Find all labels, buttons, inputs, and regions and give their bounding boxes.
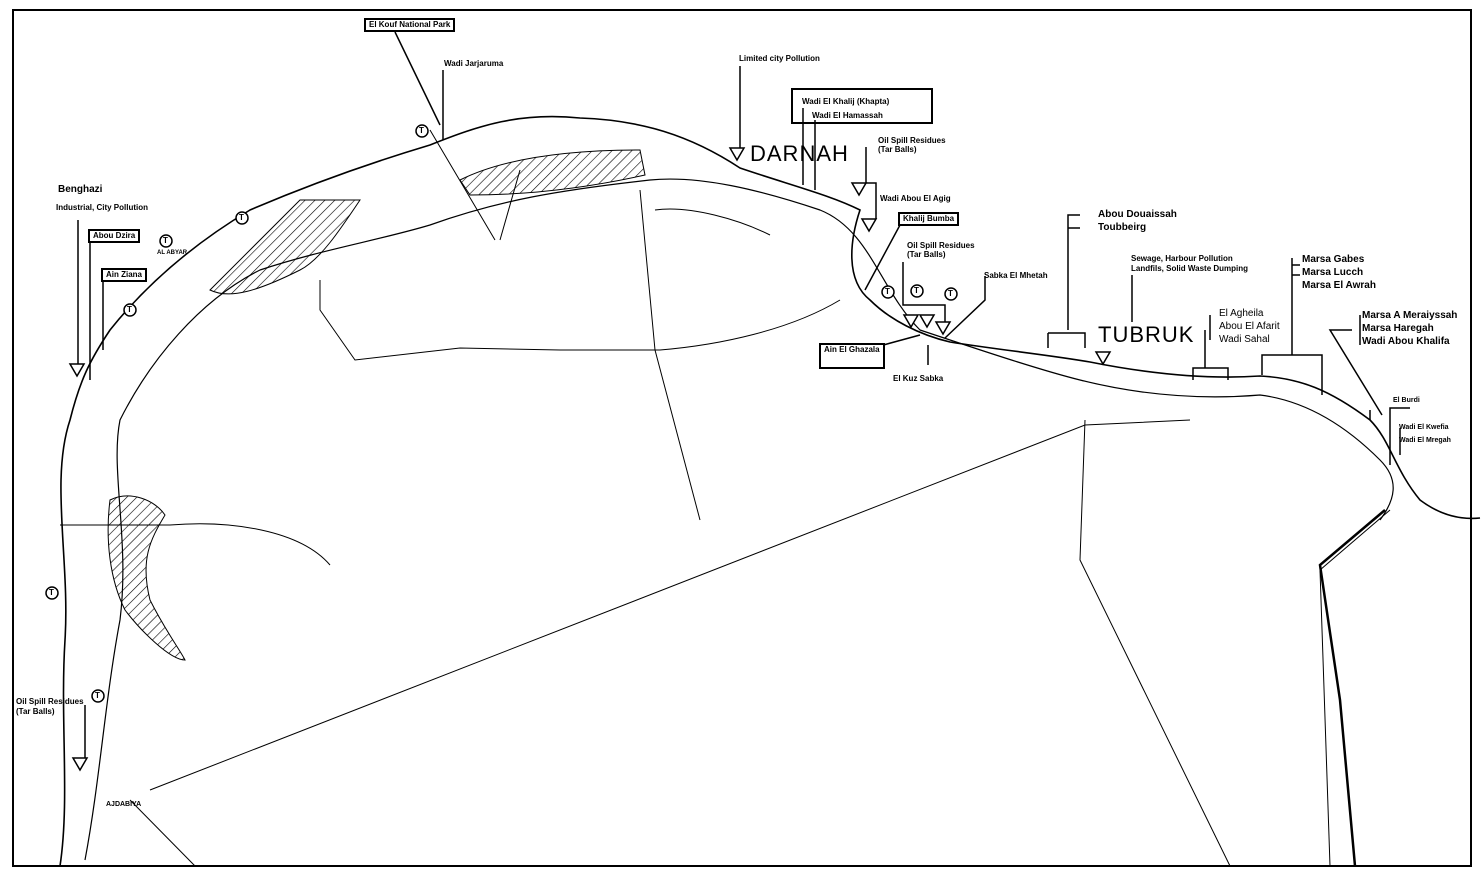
label-marsa-a-meraiyssah: Marsa A Meraiyssah	[1362, 310, 1458, 321]
label-marsa-lucch: Marsa Lucch	[1302, 267, 1364, 278]
pollution-triangle-icon	[68, 147, 1112, 772]
label-oil-spill-2: Oil Spill Residues	[907, 241, 975, 250]
label-marsa-gabes: Marsa Gabes	[1302, 254, 1365, 265]
label-marsa-el-awrah: Marsa El Awrah	[1302, 280, 1376, 291]
label-wadi-el-kwefia: Wadi El Kwefia	[1399, 424, 1449, 431]
city-darnah: DARNAH	[750, 141, 849, 166]
label-ain-el-ghazala: Ain El Ghazala	[819, 343, 885, 369]
label-industrial-city-pollution: Industrial, City Pollution	[56, 203, 148, 212]
tourism-label: T	[914, 286, 919, 295]
label-el-agheila: El Agheila	[1219, 308, 1264, 319]
tourism-label: T	[127, 305, 132, 314]
hatched-area	[107, 495, 186, 661]
label-tar-balls-2: (Tar Balls)	[907, 250, 946, 259]
label-abou-el-afarit: Abou El Afarit	[1219, 321, 1280, 332]
label-landfills: Landfils, Solid Waste Dumping	[1131, 264, 1249, 273]
tourism-label: T	[49, 588, 54, 597]
map-frame	[12, 9, 1472, 867]
label-tar-balls-1: (Tar Balls)	[878, 145, 917, 154]
tourism-icon	[45, 124, 958, 703]
label-wadi-el-mregah: Wadi El Mregah	[1399, 437, 1451, 444]
label-oil-spill-3: Oil Spill Residues	[16, 697, 84, 706]
label-el-kouf-national-park: El Kouf National Park	[364, 18, 456, 32]
tourism-label: T	[95, 691, 100, 700]
label-khalij-bumba: Khalij Bumba	[898, 212, 960, 226]
label-wadi-jarjaruma: Wadi Jarjaruma	[444, 59, 504, 68]
tourism-label: T	[885, 287, 890, 296]
label-tar-balls-3: (Tar Balls)	[16, 707, 55, 716]
label-marsa-haregah: Marsa Haregah	[1362, 323, 1434, 334]
label-sewage-harbour-pollution: Sewage, Harbour Pollution	[1131, 254, 1233, 263]
label-wadi-el-khalij: Wadi El Khalij (Khapta)	[802, 97, 890, 106]
label-ain-ziana: Ain Ziana	[101, 268, 148, 282]
inland-boundary	[84, 178, 1394, 861]
border-line	[1318, 509, 1386, 867]
hatched-area	[459, 149, 646, 196]
label-toubbeirg: Toubbeirg	[1098, 222, 1147, 233]
label-oil-spill-1: Oil Spill Residues	[878, 136, 946, 145]
label-el-kuz-sabka: El Kuz Sabka	[893, 374, 944, 383]
label-abou-douaissah: Abou Douaissah	[1098, 209, 1177, 220]
label-wadi-el-hamassah: Wadi El Hamassah	[812, 111, 883, 120]
tourism-label: T	[239, 213, 244, 222]
label-al-abyar: AL ABYAR	[157, 250, 188, 256]
tourism-label: T	[948, 289, 953, 298]
tourism-label: T	[163, 236, 168, 245]
label-sabka-el-mhetah: Sabka El Mhetah	[984, 271, 1048, 280]
city-tubruk: TUBRUK	[1098, 322, 1195, 347]
label-wadi-abou-khalifa: Wadi Abou Khalifa	[1362, 336, 1450, 347]
hatched-area	[209, 199, 361, 295]
label-limited-city-pollution: Limited city Pollution	[739, 54, 820, 63]
label-el-burdi: El Burdi	[1393, 397, 1420, 404]
city-benghazi: Benghazi	[58, 184, 103, 195]
coastline	[59, 115, 1481, 867]
label-wadi-sahal: Wadi Sahal	[1219, 334, 1270, 345]
label-abou-dzira: Abou Dzira	[88, 229, 141, 243]
label-wadi-abou-el-agig: Wadi Abou El Agig	[880, 194, 951, 203]
tourism-label: T	[419, 126, 424, 135]
city-ajdabiya: AJDABIYA	[106, 801, 142, 808]
